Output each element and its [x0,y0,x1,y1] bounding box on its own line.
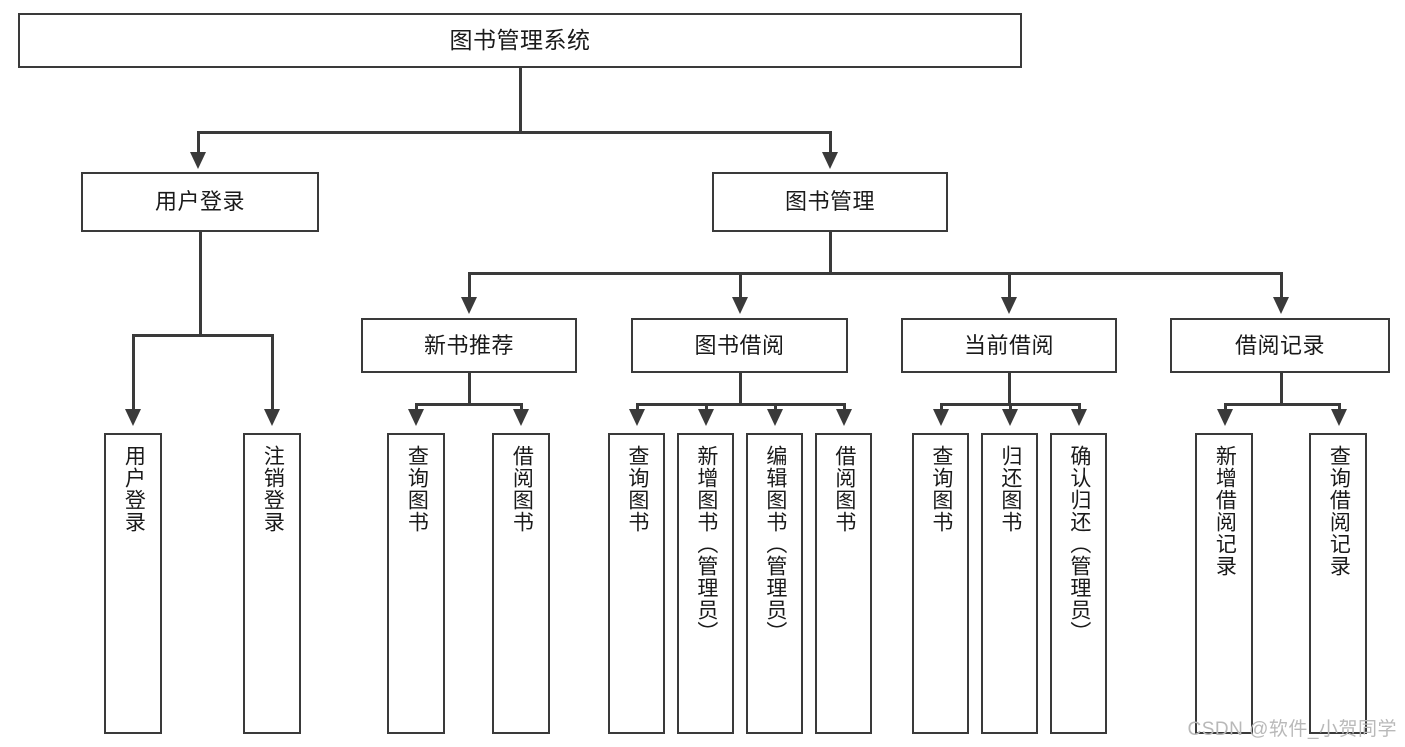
node-label: 确认归还（管理员） [1067,445,1091,643]
connector-br-to-leaf-1 [1224,403,1227,411]
node-leaf-query-book-1[interactable]: 查询图书 [387,433,445,734]
node-leaf-query-book-2[interactable]: 查询图书 [608,433,665,734]
node-leaf-borrow-book-1[interactable]: 借阅图书 [492,433,550,734]
node-leaf-return-book[interactable]: 归还图书 [981,433,1038,734]
node-leaf-logout[interactable]: 注销登录 [243,433,301,734]
node-book-borrow[interactable]: 图书借阅 [631,318,848,373]
arrowhead-bb-to-leaf-3 [767,409,783,426]
connector-book-borrow-stem [739,373,742,405]
node-label: 新增图书（管理员） [694,445,718,643]
node-label: 借阅图书 [832,445,856,533]
connector-nb-to-leaf-1 [415,403,418,411]
arrowhead-user-login-to-leaf-1 [125,409,141,426]
node-label: 用户登录 [122,445,146,533]
connector-bm-to-book-borrow [739,272,742,298]
connector-br-to-leaf-2 [1338,403,1341,411]
arrowhead-cb-to-leaf-3 [1071,409,1087,426]
connector-root-to-user-login [197,131,200,153]
node-leaf-user-login[interactable]: 用户登录 [104,433,162,734]
node-label: 新书推荐 [423,332,514,358]
node-user-login[interactable]: 用户登录 [81,172,319,232]
node-leaf-confirm-return[interactable]: 确认归还（管理员） [1050,433,1107,734]
arrowhead-user-login-to-leaf-2 [264,409,280,426]
connector-nb-to-leaf-2 [520,403,523,411]
arrowhead-bm-to-book-borrow [732,297,748,314]
arrowhead-bm-to-new-book [461,297,477,314]
node-label: 查询图书 [929,445,953,533]
node-label: 查询借阅记录 [1327,445,1351,577]
node-label: 编辑图书（管理员） [763,445,787,643]
node-leaf-add-book[interactable]: 新增图书（管理员） [677,433,734,734]
connector-root-stem [519,68,522,132]
arrowhead-nb-to-leaf-1 [408,409,424,426]
node-root-book-management-system[interactable]: 图书管理系统 [18,13,1022,68]
arrowhead-cb-to-leaf-1 [933,409,949,426]
node-leaf-query-book-3[interactable]: 查询图书 [912,433,969,734]
arrowhead-bm-to-borrow-record [1273,297,1289,314]
connector-borrow-record-bus [1224,403,1340,406]
connector-user-login-bus [132,334,272,337]
node-leaf-borrow-book-2[interactable]: 借阅图书 [815,433,872,734]
node-label: 归还图书 [998,445,1022,533]
connector-bb-to-leaf-4 [843,403,846,411]
connector-current-borrow-stem [1008,373,1011,405]
connector-new-book-stem [468,373,471,405]
connector-bm-to-new-book [468,272,471,298]
arrowhead-bb-to-leaf-2 [698,409,714,426]
node-leaf-edit-book[interactable]: 编辑图书（管理员） [746,433,803,734]
node-leaf-add-record[interactable]: 新增借阅记录 [1195,433,1253,734]
connector-book-borrow-bus [636,403,846,406]
node-label: 注销登录 [261,445,285,533]
node-label: 借阅图书 [510,445,534,533]
node-label: 借阅记录 [1234,332,1325,358]
connector-book-management-stem [829,232,832,274]
node-leaf-query-record[interactable]: 查询借阅记录 [1309,433,1367,734]
node-label: 新增借阅记录 [1213,445,1237,577]
arrowhead-bm-to-current-borrow [1001,297,1017,314]
node-label: 用户登录 [154,189,245,215]
connector-bm-to-borrow-record [1280,272,1283,298]
arrowhead-root-to-user-login [190,152,206,169]
arrowhead-bb-to-leaf-4 [836,409,852,426]
connector-bm-to-current-borrow [1008,272,1011,298]
connector-bb-to-leaf-1 [636,403,639,411]
node-label: 图书管理 [784,189,875,215]
arrowhead-root-to-book-management [822,152,838,169]
node-label: 图书借阅 [694,332,785,358]
node-label: 查询图书 [405,445,429,533]
connector-root-to-book-management [829,131,832,153]
connector-borrow-record-stem [1280,373,1283,405]
arrowhead-br-to-leaf-1 [1217,409,1233,426]
connector-root-bus [197,131,831,134]
arrowhead-cb-to-leaf-2 [1002,409,1018,426]
arrowhead-br-to-leaf-2 [1331,409,1347,426]
arrowhead-bb-to-leaf-1 [629,409,645,426]
connector-cb-to-leaf-1 [940,403,943,411]
node-current-borrow[interactable]: 当前借阅 [901,318,1117,373]
node-book-management[interactable]: 图书管理 [712,172,948,232]
arrowhead-nb-to-leaf-2 [513,409,529,426]
connector-book-management-bus [468,272,1280,275]
connector-user-login-to-leaf-2 [271,334,274,410]
node-new-book-recommend[interactable]: 新书推荐 [361,318,577,373]
connector-bb-to-leaf-3 [774,403,777,411]
connector-user-login-stem [199,232,202,336]
connector-cb-to-leaf-3 [1078,403,1081,411]
connector-new-book-bus [415,403,522,406]
node-label: 图书管理系统 [449,27,591,54]
node-label: 查询图书 [625,445,649,533]
connector-user-login-to-leaf-1 [132,334,135,410]
connector-cb-to-leaf-2 [1009,403,1012,411]
node-label: 当前借阅 [963,332,1054,358]
node-borrow-record[interactable]: 借阅记录 [1170,318,1390,373]
connector-bb-to-leaf-2 [705,403,708,411]
